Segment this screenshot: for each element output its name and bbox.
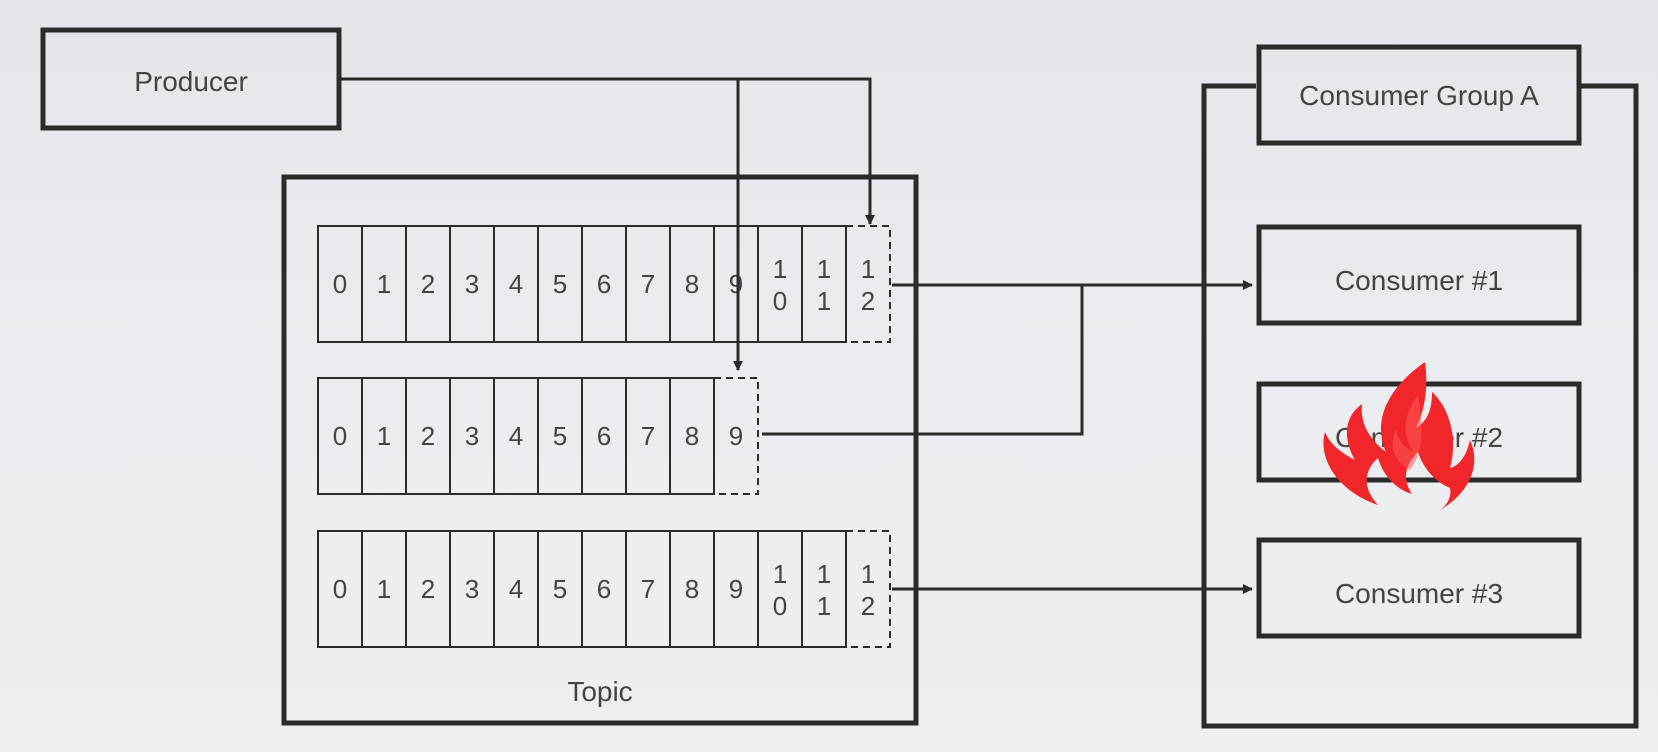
offset-label: 7 [641, 421, 655, 451]
consumer-group-title: Consumer Group A [1299, 80, 1539, 111]
offset-label: 4 [509, 574, 523, 604]
producer-node: Producer [40, 27, 342, 131]
offset-label: 4 [509, 269, 523, 299]
offset-label: 3 [465, 574, 479, 604]
offset-label: 1 [377, 421, 391, 451]
consumer-group-box: Consumer Group A [1201, 44, 1639, 729]
offset-cell [801, 530, 847, 648]
consumer-1: Consumer #1 [1256, 224, 1582, 326]
partition-1-to-consumer-1-line [762, 285, 1084, 436]
offset-label: 5 [553, 421, 567, 451]
offset-label: 2 [421, 421, 435, 451]
offset-label: 4 [509, 421, 523, 451]
offset-label: 0 [333, 421, 347, 451]
producer-to-partition-0-arrow [339, 77, 875, 225]
offset-label: 8 [685, 574, 699, 604]
offset-cell [801, 225, 847, 343]
offset-label: 8 [685, 421, 699, 451]
offset-label: 3 [465, 269, 479, 299]
offset-label: 0 [333, 574, 347, 604]
offset-label: 5 [553, 574, 567, 604]
offset-label: 6 [597, 421, 611, 451]
consumer-1-label: Consumer #1 [1335, 265, 1503, 296]
pending-offset-cell [845, 225, 891, 343]
topic-label: Topic [567, 676, 632, 707]
offset-label: 7 [641, 269, 655, 299]
offset-label: 0 [333, 269, 347, 299]
offset-cell [669, 377, 715, 495]
offset-cell [757, 530, 803, 648]
offset-label: 2 [421, 574, 435, 604]
offset-label: 6 [597, 574, 611, 604]
offset-label: 6 [597, 269, 611, 299]
offset-label: 8 [685, 269, 699, 299]
producer-label: Producer [134, 66, 248, 97]
topic-box: Topic [281, 174, 919, 726]
offset-label: 2 [421, 269, 435, 299]
offset-label: 3 [465, 421, 479, 451]
offset-label: 5 [553, 269, 567, 299]
offset-label: 1 [377, 269, 391, 299]
offset-cell [757, 225, 803, 343]
pending-offset-cell [845, 530, 891, 648]
consumer-3: Consumer #3 [1256, 537, 1582, 639]
offset-label: 9 [729, 269, 743, 299]
offset-label: 9 [729, 574, 743, 604]
connectors [339, 77, 1253, 594]
fire-icon [1323, 362, 1475, 510]
consumer-3-label: Consumer #3 [1335, 578, 1503, 609]
offset-label: 1 [377, 574, 391, 604]
offset-label: 9 [729, 421, 743, 451]
pending-offset-cell [713, 377, 759, 495]
offset-label: 7 [641, 574, 655, 604]
